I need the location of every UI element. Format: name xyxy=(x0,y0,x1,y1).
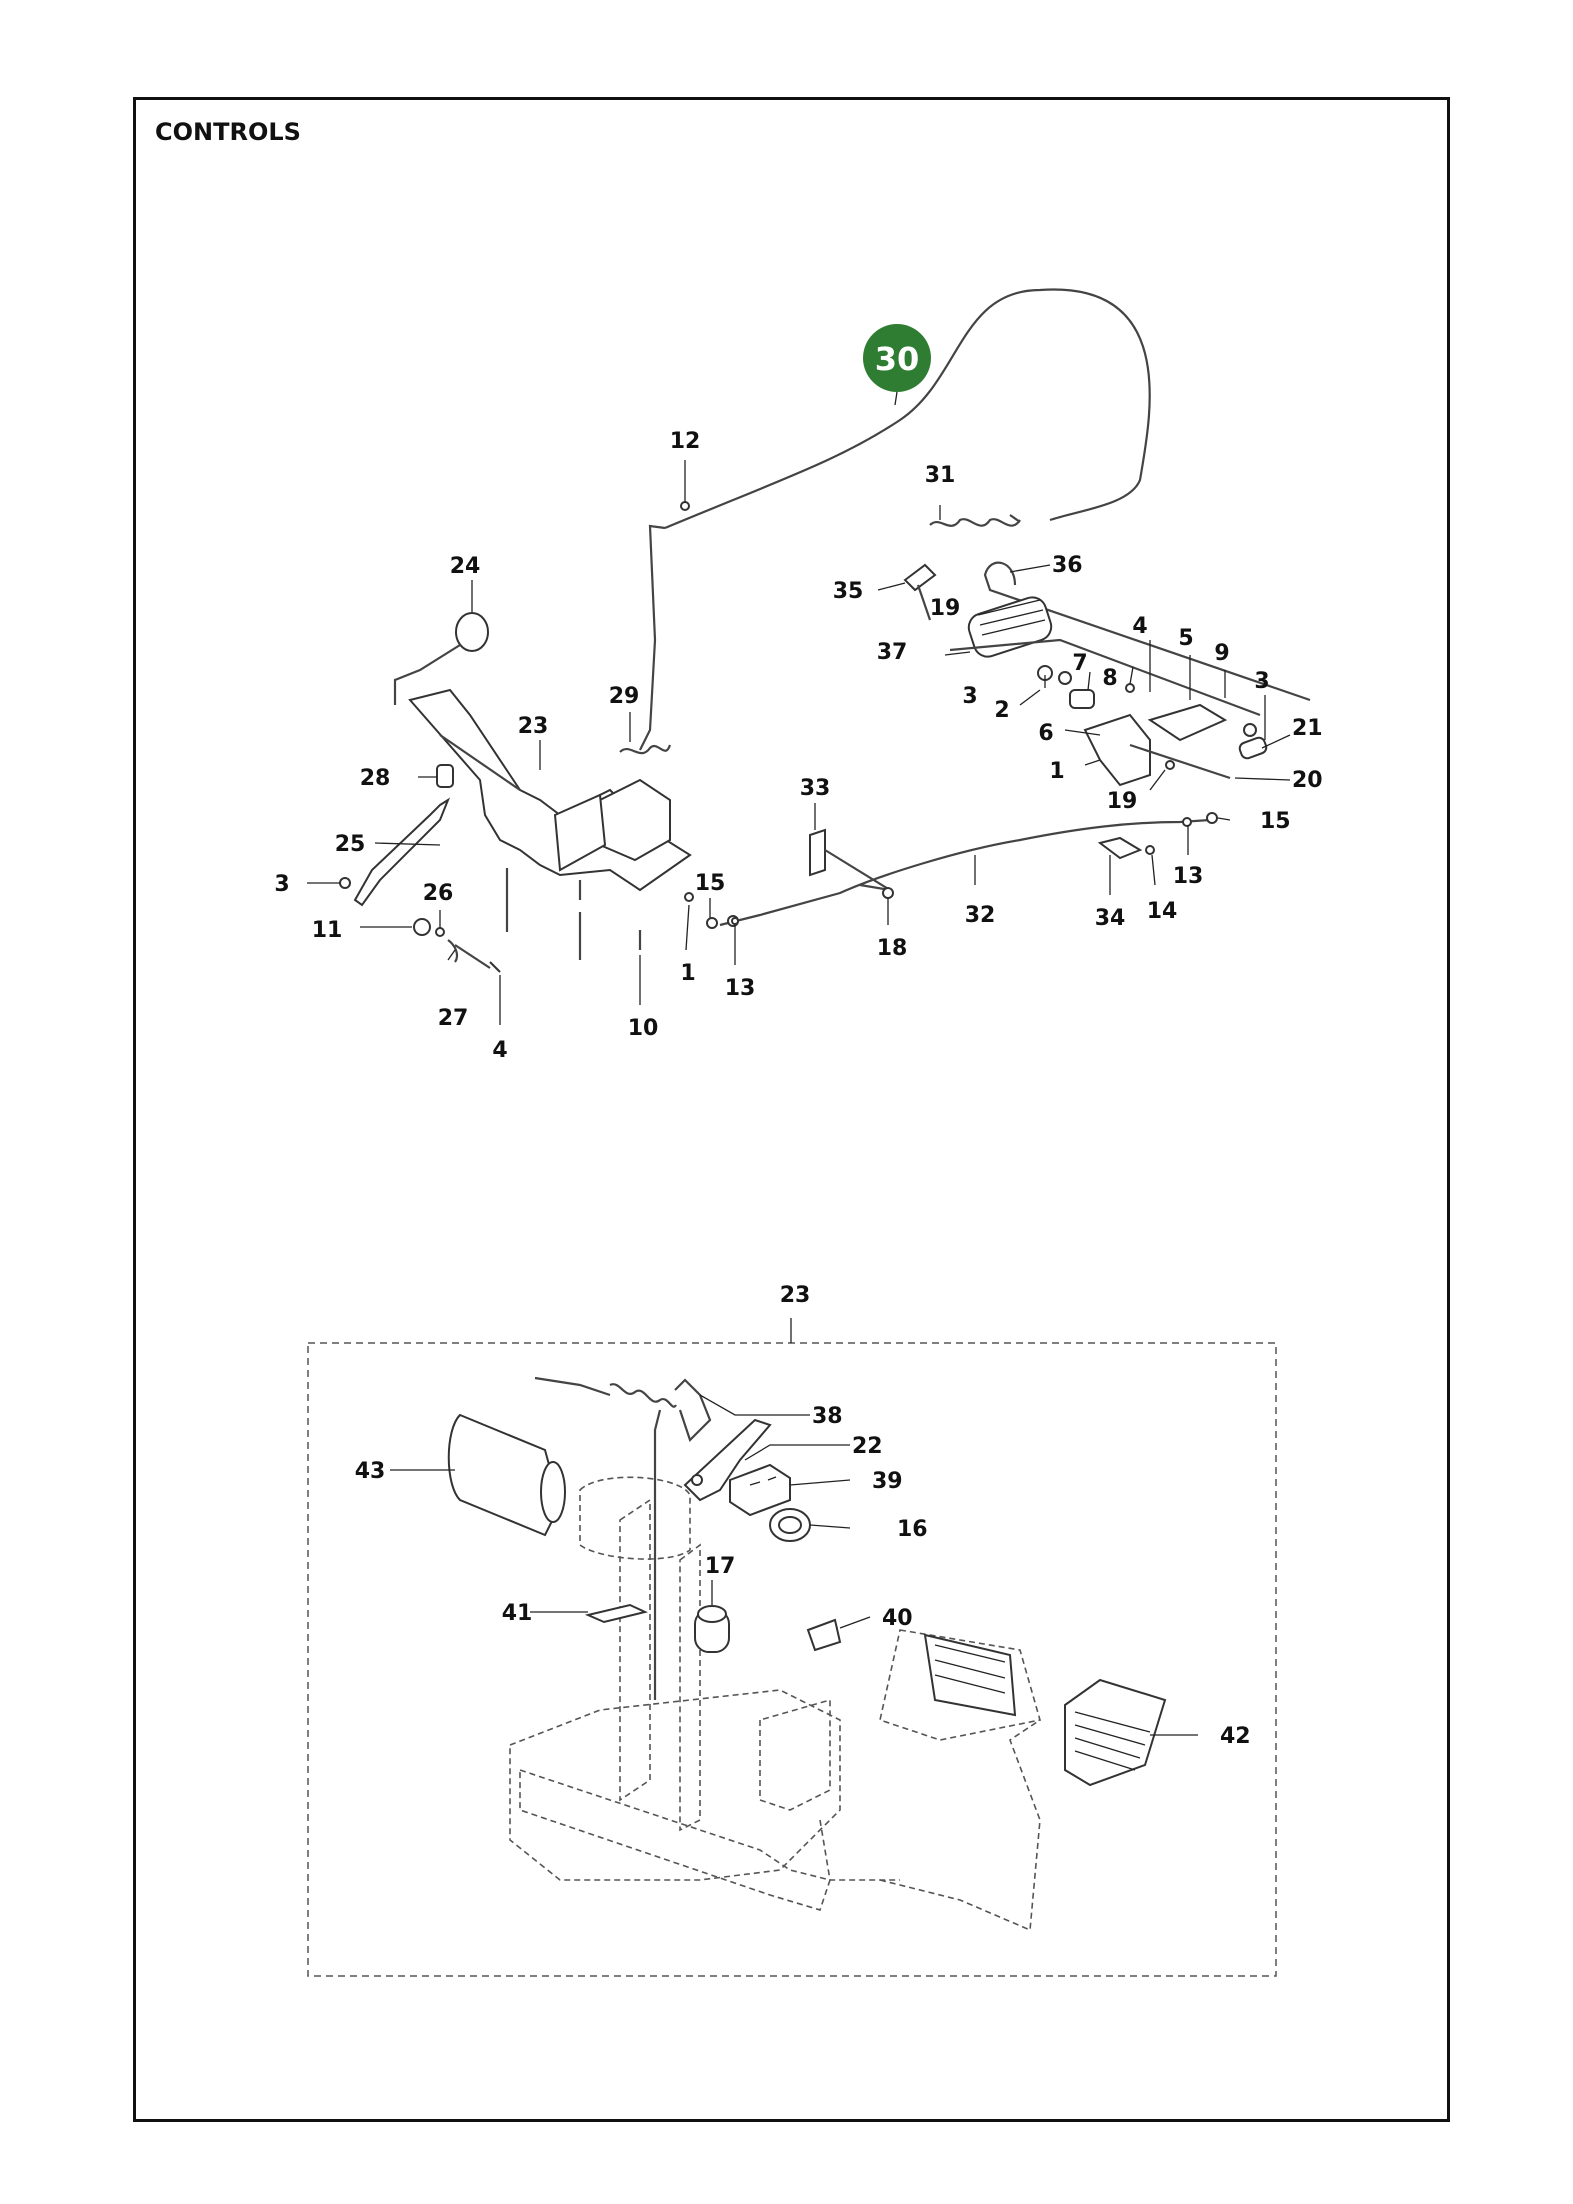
main-cable-30 xyxy=(639,288,1151,751)
callout-7: 7 xyxy=(1072,651,1087,676)
part-12-nut xyxy=(680,501,690,511)
callout-13-left: 13 xyxy=(725,976,756,1001)
callout-29: 29 xyxy=(609,684,640,709)
callout-3-right: 3 xyxy=(1254,669,1269,694)
callout-37: 37 xyxy=(877,640,908,665)
detail-part-22-plate xyxy=(683,1418,772,1502)
callout-31: 31 xyxy=(925,463,956,488)
callout-22: 22 xyxy=(852,1434,883,1459)
callout-24: 24 xyxy=(450,554,481,579)
callout-28: 28 xyxy=(360,766,391,791)
detail-part-16-washer xyxy=(769,1508,811,1542)
highlight-number: 30 xyxy=(875,340,920,378)
callout-36: 36 xyxy=(1052,553,1083,578)
callout-23-top: 23 xyxy=(518,714,549,739)
callout-32: 32 xyxy=(965,903,996,928)
callout-2: 2 xyxy=(994,698,1009,723)
callout-17: 17 xyxy=(705,1554,736,1579)
callout-5: 5 xyxy=(1178,626,1193,651)
part-31-spring xyxy=(929,514,1021,527)
callout-18: 18 xyxy=(877,936,908,961)
part-36-rod xyxy=(983,561,1311,702)
part-37-spring-assembly xyxy=(949,596,1261,717)
callout-33: 33 xyxy=(800,776,831,801)
callout-1-top: 1 xyxy=(1049,759,1064,784)
part-29-spring xyxy=(619,744,672,755)
callout-25: 25 xyxy=(335,832,366,857)
callout-34: 34 xyxy=(1095,906,1126,931)
page-title: CONTROLS xyxy=(155,118,301,146)
detail-part-41-plate xyxy=(584,1603,649,1624)
detail-spring-38 xyxy=(534,1376,712,1700)
callout-1-bottom: 1 xyxy=(680,961,695,986)
callout-9: 9 xyxy=(1214,641,1229,666)
callout-14: 14 xyxy=(1147,899,1178,924)
part-callouts: 12 31 36 35 19 24 37 4 5 9 7 8 3 2 3 29 … xyxy=(274,429,1322,1749)
part-28-bushing xyxy=(436,764,454,788)
callout-6: 6 xyxy=(1038,721,1053,746)
part-34-bracket xyxy=(1097,836,1155,860)
callout-40: 40 xyxy=(882,1606,913,1631)
callout-27: 27 xyxy=(438,1006,469,1031)
detail-part-17-bushing xyxy=(694,1605,730,1653)
bolts-under-pedal xyxy=(505,868,642,960)
callout-19-top: 19 xyxy=(930,596,961,621)
callout-4-top: 4 xyxy=(1132,614,1147,639)
page-frame xyxy=(133,97,1450,2122)
callout-43: 43 xyxy=(355,1459,386,1484)
part-33-clip xyxy=(809,828,894,899)
callout-15-right: 15 xyxy=(1260,809,1291,834)
callout-20: 20 xyxy=(1292,768,1323,793)
callout-19-bottom: 19 xyxy=(1107,789,1138,814)
callout-42: 42 xyxy=(1220,1724,1251,1749)
detail-box-23 xyxy=(307,1342,1277,1977)
bracket-assembly-6 xyxy=(1037,665,1268,787)
callout-38: 38 xyxy=(812,1404,843,1429)
callout-26: 26 xyxy=(423,881,454,906)
callout-23-detail: 23 xyxy=(780,1283,811,1308)
callout-35: 35 xyxy=(833,579,864,604)
detail-ghost-frame xyxy=(509,1476,1042,1932)
callout-3-left: 3 xyxy=(274,872,289,897)
part-15-ball-joints xyxy=(684,812,1218,929)
part-35-link xyxy=(903,563,937,621)
part-25-lever xyxy=(353,797,451,907)
highlight-badge-30: 30 xyxy=(863,324,931,406)
callout-10: 10 xyxy=(628,1016,659,1041)
callout-39: 39 xyxy=(872,1469,903,1494)
callout-41: 41 xyxy=(502,1601,533,1626)
leader-lines xyxy=(307,460,1291,1736)
callout-21: 21 xyxy=(1292,716,1323,741)
callout-4-bottom: 4 xyxy=(492,1038,507,1063)
detail-part-39-block xyxy=(729,1463,791,1517)
callout-15-left: 15 xyxy=(695,871,726,896)
pedal-assembly-23-top xyxy=(408,688,692,892)
callout-12: 12 xyxy=(670,429,701,454)
callout-3-mid: 3 xyxy=(962,684,977,709)
detail-part-40-clip xyxy=(806,1618,842,1652)
callout-11: 11 xyxy=(312,918,343,943)
detail-part-42-pedal xyxy=(923,1633,1167,1787)
callout-8: 8 xyxy=(1102,666,1117,691)
part-24-knob xyxy=(393,612,489,705)
callout-16: 16 xyxy=(897,1517,928,1542)
callout-13-right: 13 xyxy=(1173,864,1204,889)
detail-part-43-cover xyxy=(447,1413,566,1537)
